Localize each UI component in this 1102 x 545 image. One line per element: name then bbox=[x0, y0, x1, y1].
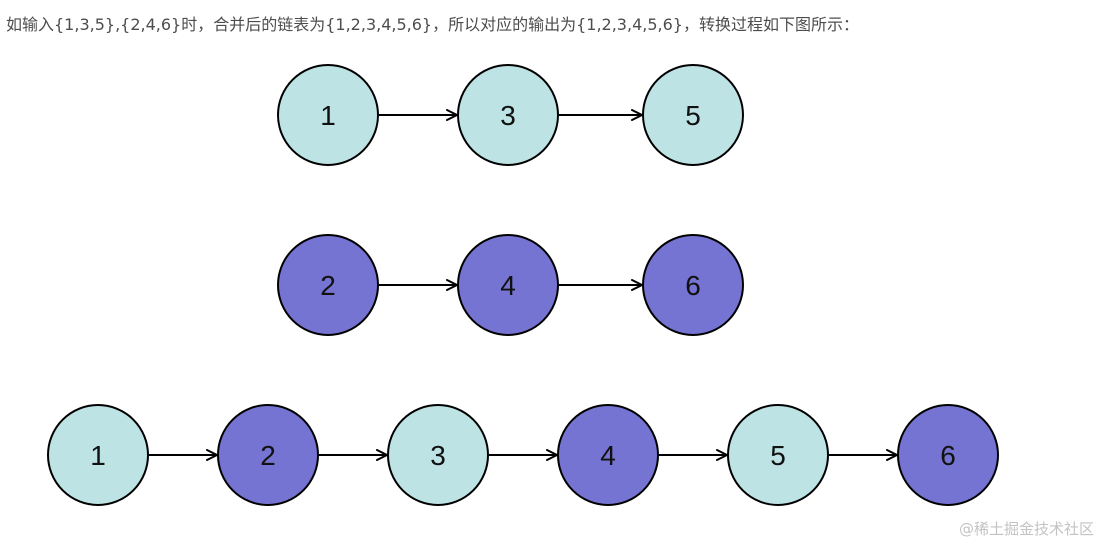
node-value-label: 2 bbox=[320, 270, 336, 301]
list-node: 2 bbox=[217, 404, 319, 506]
node-circle bbox=[457, 234, 559, 336]
node-value-label: 2 bbox=[260, 440, 276, 471]
node-value-label: 5 bbox=[770, 440, 786, 471]
list-node: 5 bbox=[642, 64, 744, 166]
node-value-label: 1 bbox=[320, 100, 336, 131]
list-node: 2 bbox=[277, 234, 379, 336]
watermark-text: @稀土掘金技术社区 bbox=[958, 520, 1094, 538]
node-circle bbox=[727, 404, 829, 506]
node-value-label: 1 bbox=[90, 440, 106, 471]
node-circle bbox=[277, 64, 379, 166]
node-value-label: 3 bbox=[500, 100, 516, 131]
node-circle bbox=[217, 404, 319, 506]
node-value-label: 6 bbox=[940, 440, 956, 471]
node-circle bbox=[642, 64, 744, 166]
node-circle bbox=[277, 234, 379, 336]
node-value-label: 4 bbox=[600, 440, 616, 471]
node-circle bbox=[557, 404, 659, 506]
node-value-label: 6 bbox=[685, 270, 701, 301]
node-value-label: 3 bbox=[430, 440, 446, 471]
list-node: 5 bbox=[727, 404, 829, 506]
merged-list: 1 2 3 4 5 6 bbox=[47, 404, 999, 506]
node-value-label: 4 bbox=[500, 270, 516, 301]
list-2: 2 4 6 bbox=[277, 234, 744, 336]
list-node: 6 bbox=[642, 234, 744, 336]
list-node: 1 bbox=[47, 404, 149, 506]
list-node: 3 bbox=[457, 64, 559, 166]
node-circle bbox=[457, 64, 559, 166]
caption-text: 如输入{1,3,5},{2,4,6}时，合并后的链表为{1,2,3,4,5,6}… bbox=[6, 15, 859, 34]
list-node: 6 bbox=[897, 404, 999, 506]
list-1: 1 3 5 bbox=[277, 64, 744, 166]
node-value-label: 5 bbox=[685, 100, 701, 131]
list-node: 4 bbox=[457, 234, 559, 336]
node-circle bbox=[897, 404, 999, 506]
node-circle bbox=[642, 234, 744, 336]
list-node: 3 bbox=[387, 404, 489, 506]
list-node: 1 bbox=[277, 64, 379, 166]
node-circle bbox=[387, 404, 489, 506]
node-circle bbox=[47, 404, 149, 506]
list-node: 4 bbox=[557, 404, 659, 506]
